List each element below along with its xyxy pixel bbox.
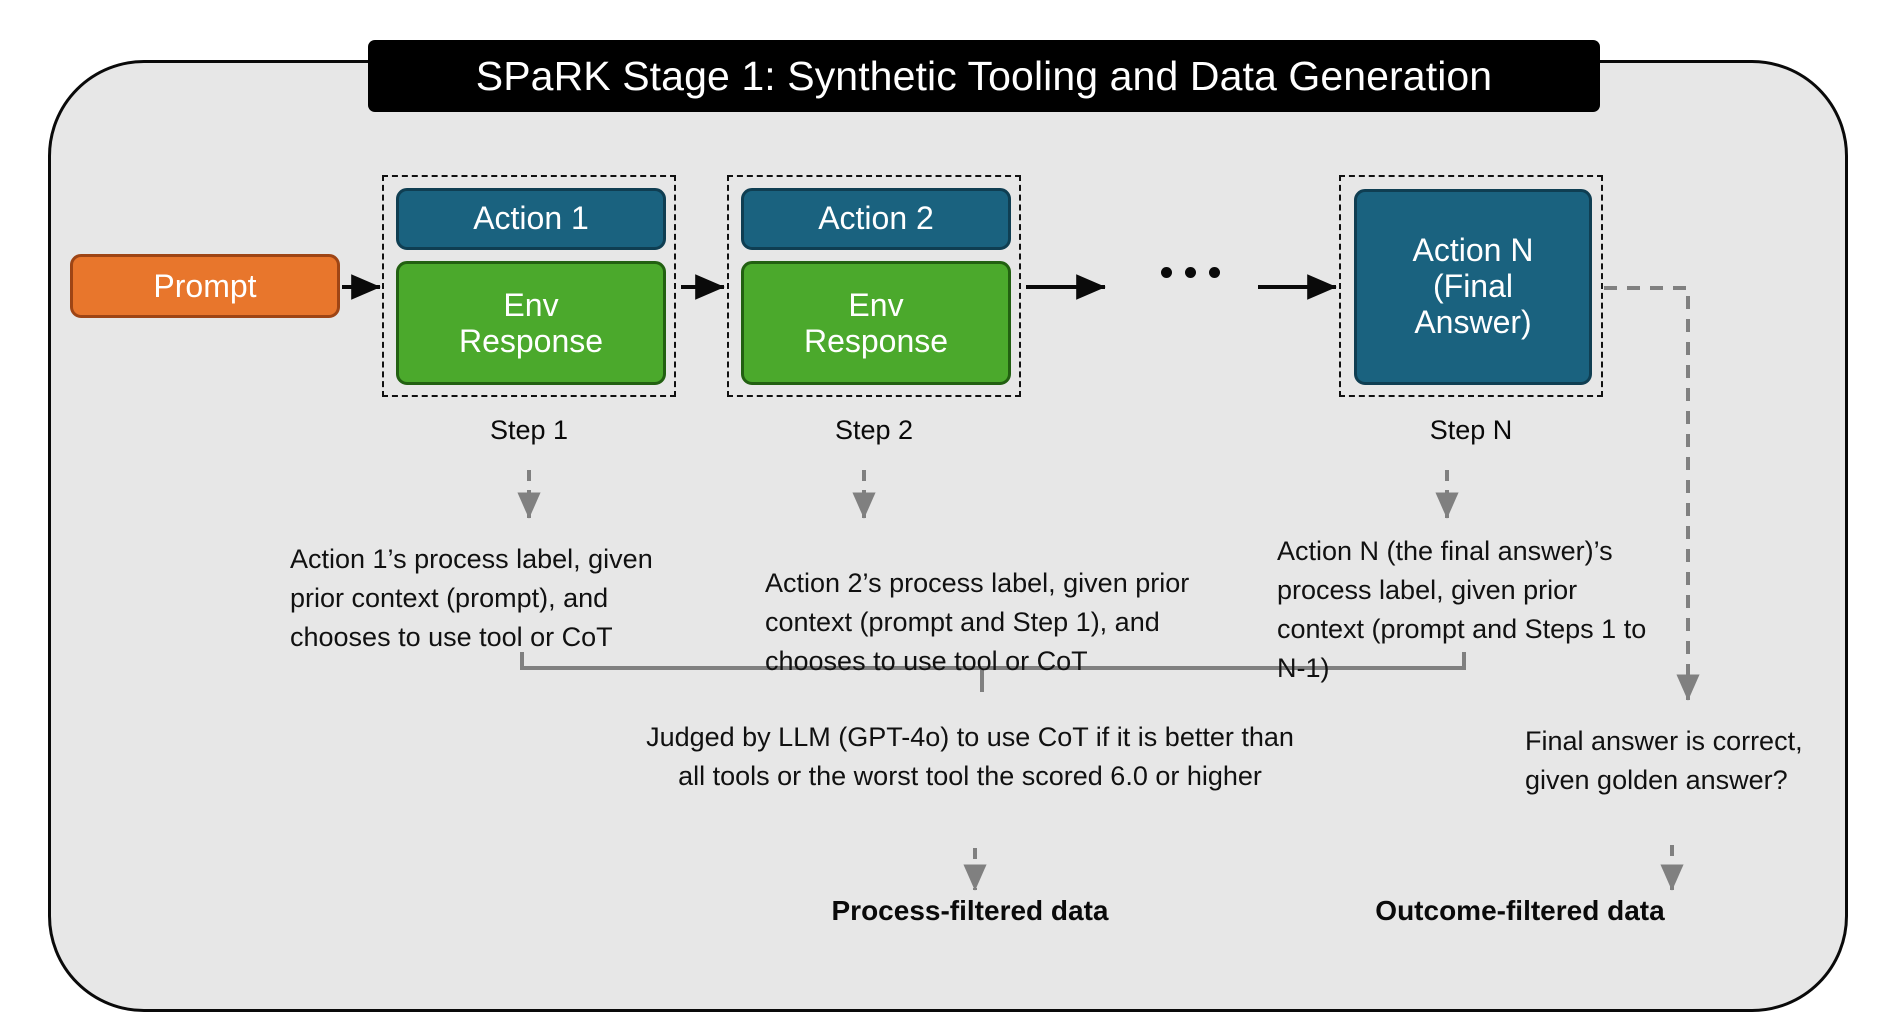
node-action-1: Action 1 bbox=[396, 188, 666, 250]
step-caption-1: Step 1 bbox=[489, 415, 569, 445]
ellipsis-dot bbox=[1208, 266, 1220, 278]
step-caption-2: Step 2 bbox=[834, 415, 914, 445]
node-env-response-2: Env Response bbox=[741, 261, 1011, 385]
node-env-response-1: Env Response bbox=[396, 261, 666, 385]
ellipsis-icon bbox=[1150, 252, 1230, 292]
node-action-n-final-answer: Action N (Final Answer) bbox=[1354, 189, 1592, 385]
node-action-2: Action 2 bbox=[741, 188, 1011, 250]
node-prompt: Prompt bbox=[70, 254, 340, 318]
step-group-n: Action N (Final Answer) bbox=[1339, 175, 1603, 397]
judge-criteria-text: Judged by LLM (GPT-4o) to use CoT if it … bbox=[646, 722, 1294, 791]
step-caption-n: Step N bbox=[1429, 415, 1513, 445]
ellipsis-dot bbox=[1160, 266, 1172, 278]
description-step-1: Action 1’s process label, given prior co… bbox=[290, 544, 653, 652]
outcome-question-text: Final answer is correct, given golden an… bbox=[1525, 726, 1803, 795]
diagram-title: SPaRK Stage 1: Synthetic Tooling and Dat… bbox=[368, 40, 1600, 112]
result-outcome-filtered-data: Outcome-filtered data bbox=[1375, 895, 1665, 926]
step-group-2: Action 2 Env Response bbox=[727, 175, 1021, 397]
ellipsis-dot bbox=[1184, 266, 1196, 278]
step-group-1: Action 1 Env Response bbox=[382, 175, 676, 397]
description-step-2: Action 2’s process label, given prior co… bbox=[765, 568, 1190, 676]
result-process-filtered-data: Process-filtered data bbox=[831, 895, 1109, 926]
description-step-n: Action N (the final answer)’s process la… bbox=[1277, 536, 1647, 683]
